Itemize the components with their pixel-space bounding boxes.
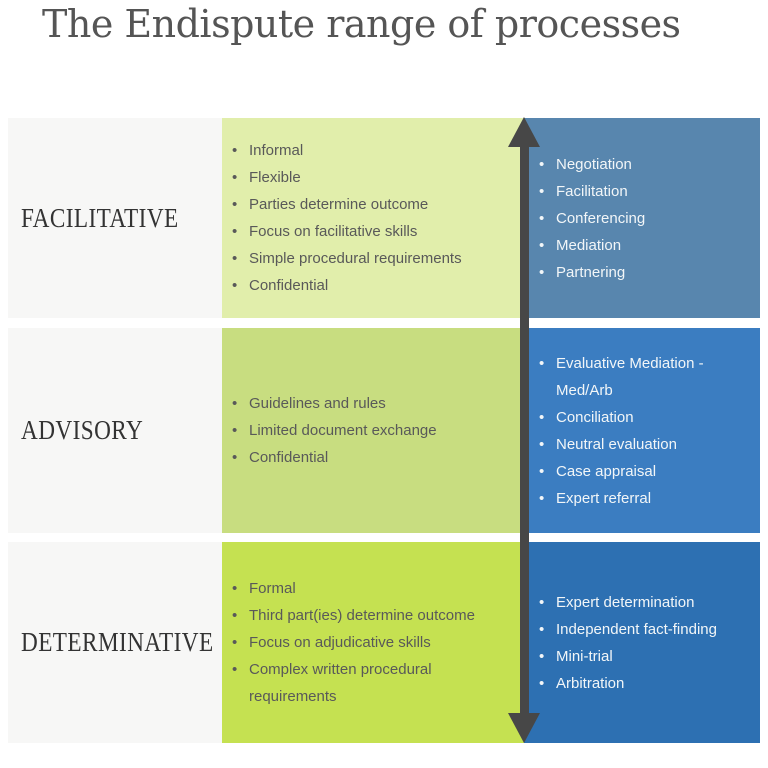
row-label-cell: ADVISORY [8, 328, 222, 533]
row-facilitative: FACILITATIVE Informal Flexible Parties d… [8, 118, 760, 318]
list-item: Facilitation [539, 178, 754, 205]
list-item: Guidelines and rules [232, 390, 518, 417]
list-item: Formal [232, 575, 518, 602]
list-item: Mini-trial [539, 643, 754, 670]
characteristics-list: Informal Flexible Parties determine outc… [222, 137, 524, 299]
characteristics-list: Formal Third part(ies) determine outcome… [222, 575, 524, 710]
list-item: Confidential [232, 272, 518, 299]
processes-cell: Expert determination Independent fact-fi… [524, 542, 760, 743]
row-advisory: ADVISORY Guidelines and rules Limited do… [8, 328, 760, 533]
list-item: Mediation [539, 232, 754, 259]
characteristics-cell: Formal Third part(ies) determine outcome… [222, 542, 524, 743]
list-item: Focus on adjudicative skills [232, 629, 518, 656]
row-label: ADVISORY [21, 415, 144, 445]
list-item: Flexible [232, 164, 518, 191]
list-item: Evaluative Mediation - Med/Arb [539, 350, 754, 404]
list-item: Independent fact-finding [539, 616, 754, 643]
list-item: Partnering [539, 259, 754, 286]
characteristics-cell: Informal Flexible Parties determine outc… [222, 118, 524, 318]
list-item: Conferencing [539, 205, 754, 232]
list-item: Expert referral [539, 485, 754, 512]
list-item: Negotiation [539, 151, 754, 178]
list-item: Limited document exchange [232, 417, 518, 444]
characteristics-list: Guidelines and rules Limited document ex… [222, 390, 524, 471]
list-item: Confidential [232, 444, 518, 471]
list-item: Focus on facilitative skills [232, 218, 518, 245]
characteristics-cell: Guidelines and rules Limited document ex… [222, 328, 524, 533]
row-label: FACILITATIVE [21, 202, 179, 233]
row-label: DETERMINATIVE [21, 627, 214, 657]
list-item: Third part(ies) determine outcome [232, 602, 518, 629]
list-item: Simple procedural requirements [232, 245, 518, 272]
list-item: Conciliation [539, 404, 754, 431]
processes-list: Negotiation Facilitation Conferencing Me… [524, 151, 760, 286]
page-title: The Endispute range of processes [42, 2, 681, 46]
processes-cell: Negotiation Facilitation Conferencing Me… [524, 118, 760, 318]
list-item: Complex written procedural requirements [232, 656, 518, 710]
process-matrix: FACILITATIVE Informal Flexible Parties d… [8, 118, 760, 743]
row-label-cell: FACILITATIVE [8, 118, 222, 318]
list-item: Informal [232, 137, 518, 164]
list-item: Expert determination [539, 589, 754, 616]
list-item: Neutral evaluation [539, 431, 754, 458]
row-determinative: DETERMINATIVE Formal Third part(ies) det… [8, 542, 760, 743]
list-item: Arbitration [539, 670, 754, 697]
processes-cell: Evaluative Mediation - Med/Arb Conciliat… [524, 328, 760, 533]
processes-list: Expert determination Independent fact-fi… [524, 589, 760, 697]
list-item: Case appraisal [539, 458, 754, 485]
processes-list: Evaluative Mediation - Med/Arb Conciliat… [524, 350, 760, 512]
row-label-cell: DETERMINATIVE [8, 542, 222, 743]
list-item: Parties determine outcome [232, 191, 518, 218]
